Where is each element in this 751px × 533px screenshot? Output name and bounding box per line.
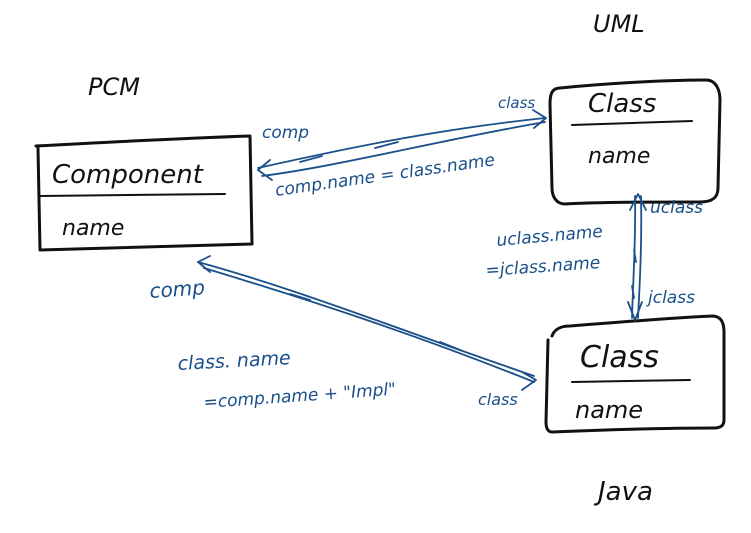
link-pcm-java-end-pcm: comp [149,275,206,303]
pcm-component-box: Component name [34,134,254,252]
package-title-pcm: PCM [88,73,140,101]
link-pcm-uml: comp class comp.name = class.name [257,94,547,201]
uml-class-box: Class name [548,78,722,206]
package-title-uml: UML [593,10,645,38]
link-pcm-java: comp class class. name =comp.name + "Imp… [149,255,537,413]
uml-class-attribute: name [588,144,650,169]
link-uml-java-end-uml: uclass [650,198,703,218]
link-pcm-uml-end-pcm: comp [262,123,309,143]
package-title-java: Java [593,477,653,507]
link-pcm-uml-end-uml: class [498,94,535,112]
link-pcm-java-constraint-line1: class. name [177,347,291,375]
link-pcm-java-end-java: class [478,390,518,409]
link-uml-java-end-java: jclass [646,288,695,308]
link-uml-java-constraint-line1: uclass.name [496,222,604,251]
link-uml-java-constraint-line2: =jclass.name [485,253,601,281]
link-uml-java: uclass jclass uclass.name =jclass.name [485,193,703,321]
uml-class-name: Class [588,89,656,119]
pcm-component-attribute: name [62,216,124,241]
java-class-attribute: name [575,396,643,424]
link-pcm-java-constraint-line2: =comp.name + "Impl" [203,380,397,413]
java-class-box: Class name [544,314,726,434]
pcm-component-name: Component [52,160,204,190]
java-class-name: Class [580,340,659,375]
